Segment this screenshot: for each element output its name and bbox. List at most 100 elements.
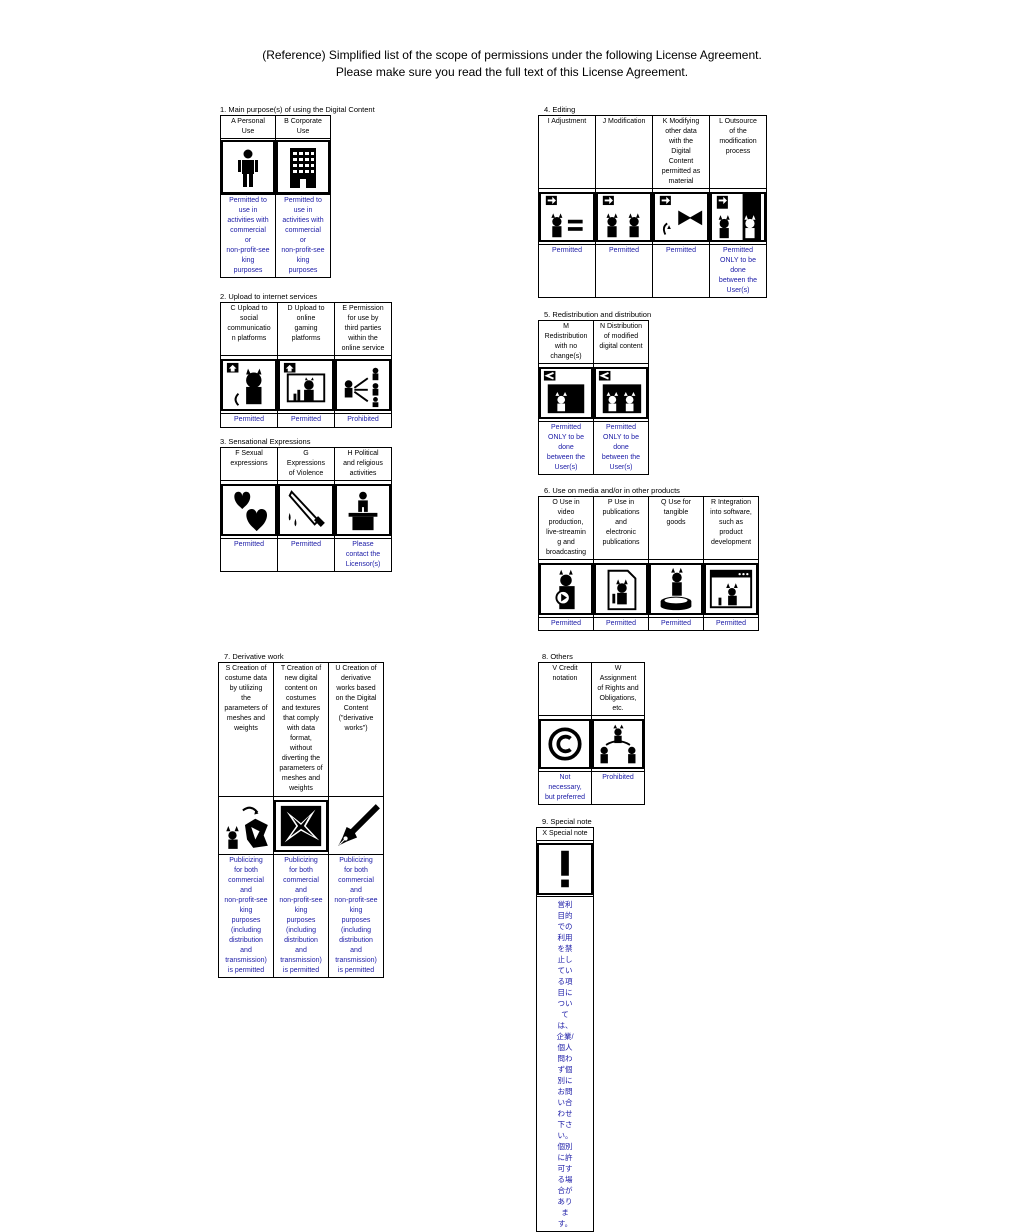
column-label: N Distribution of modified digital conte…: [593, 320, 649, 364]
section-title: 8. Others: [542, 652, 573, 661]
column-label: V Credit notation: [538, 662, 592, 716]
permission-table: I Adjustment J Modification K Modifying …: [538, 115, 767, 298]
permission-status: Please contact the Licensor(s): [334, 538, 392, 572]
permission-status: Permitted: [220, 413, 278, 428]
permission-table: C Upload to social communicatio n platfo…: [220, 302, 392, 428]
permission-status: Permitted ONLY to be done between the Us…: [593, 421, 649, 475]
icon-cell: [593, 363, 649, 422]
permission-status: Permitted: [595, 244, 653, 298]
column-label: R Integration into software, such as pro…: [703, 496, 759, 560]
column-label: W Assignment of Rights and Obligations, …: [591, 662, 645, 716]
permission-status: Publicizing for both commercial and non-…: [273, 854, 329, 978]
column-label: E Permission for use by third parties wi…: [334, 302, 392, 356]
icon-cell: [709, 188, 767, 245]
column-label: O Use in video production, live-streamin…: [538, 496, 594, 560]
icon-cell: [220, 480, 278, 539]
section-title: 1. Main purpose(s) of using the Digital …: [220, 105, 375, 114]
icon-cell: [220, 355, 278, 414]
section-title: 4. Editing: [544, 105, 576, 114]
column-label: M Redistribution with no change(s): [538, 320, 594, 364]
column-label: J Modification: [595, 115, 653, 189]
section-title: 5. Redistribution and distribution: [544, 310, 652, 319]
permission-status: Permitted: [703, 617, 759, 631]
permission-table: O Use in video production, live-streamin…: [538, 496, 759, 631]
costume-icon: [219, 799, 273, 852]
column-label: B Corporate Use: [275, 115, 331, 139]
column-label: S Creation of costume data by utilizing …: [218, 662, 274, 797]
permission-status: Not necessary, but preferred: [538, 771, 592, 805]
permission-status: Permitted: [648, 617, 704, 631]
section-title: 6. Use on media and/or in other products: [544, 486, 680, 495]
permission-status: Permitted ONLY to be done between the Us…: [709, 244, 767, 298]
column-label: T Creation of new digital content on cos…: [273, 662, 329, 797]
permission-table: A Personal Use B Corporate Use Permitted…: [220, 115, 331, 278]
icon-cell: [277, 355, 335, 414]
permission-status: Publicizing for both commercial and non-…: [218, 854, 274, 978]
icon-cell: [334, 480, 392, 539]
permission-status: Permitted: [277, 413, 335, 428]
section-title: 3. Sensational Expressions: [220, 437, 311, 446]
column-label: H Political and religious activities: [334, 447, 392, 481]
icon-cell: [652, 188, 710, 245]
special-note-table: X Special note 営利目的での利用を禁止している項目については、企業…: [536, 827, 594, 1232]
figure-goods-icon: [649, 562, 703, 615]
software-window-icon: [704, 562, 758, 615]
hearts-icon: [221, 483, 277, 536]
icon-cell: [275, 138, 331, 195]
header-line-2: Please make sure you read the full text …: [335, 65, 689, 79]
permission-status: Permitted to use in activities with comm…: [275, 194, 331, 278]
permission-status: Permitted: [593, 617, 649, 631]
combine-icon: [653, 191, 709, 242]
social-upload-icon: [221, 358, 277, 411]
icon-cell: [538, 363, 594, 422]
icon-cell: [538, 188, 596, 245]
copyright-icon: [539, 718, 591, 769]
publication-icon: [594, 562, 648, 615]
column-label: F Sexual expressions: [220, 447, 278, 481]
column-label: L Outsource of the modification process: [709, 115, 767, 189]
icon-cell: [593, 559, 649, 618]
permission-status: Permitted: [220, 538, 278, 572]
permission-status: Permitted to use in activities with comm…: [220, 194, 276, 278]
assignment-icon: [592, 718, 644, 769]
section-title: 2. Upload to internet services: [220, 292, 318, 301]
column-label: Q Use for tangible goods: [648, 496, 704, 560]
building-icon: [276, 139, 330, 194]
icon-cell: [538, 559, 594, 618]
icon-cell: [277, 480, 335, 539]
modify-icon: [596, 191, 652, 242]
permission-status: Permitted ONLY to be done between the Us…: [538, 421, 594, 475]
distribute-modified-icon: [594, 366, 648, 419]
header-line-1: (Reference) Simplified list of the scope…: [262, 48, 762, 62]
permission-status: Permitted: [652, 244, 710, 298]
outsource-icon: [710, 191, 766, 242]
icon-cell: [538, 715, 592, 772]
game-upload-icon: [278, 358, 334, 411]
icon-cell: [220, 138, 276, 195]
column-label: K Modifying other data with the Digital …: [652, 115, 710, 189]
icon-cell: [536, 840, 594, 897]
permission-status: Prohibited: [591, 771, 645, 805]
column-label: I Adjustment: [538, 115, 596, 189]
section-title: 7. Derivative work: [224, 652, 284, 661]
pen-nib-icon: [329, 799, 383, 852]
permission-status: Permitted: [538, 244, 596, 298]
special-note-text: 営利目的での利用を禁止している項目については、企業/個人問わず個別にお問い合わせ…: [536, 896, 594, 1232]
column-label: X Special note: [536, 827, 594, 841]
section-title: 9. Special note: [542, 817, 592, 826]
knife-icon: [278, 483, 334, 536]
share-network-icon: [335, 358, 391, 411]
column-label: D Upload to online gaming platforms: [277, 302, 335, 356]
column-label: G Expressions of Violence: [277, 447, 335, 481]
icon-cell: [218, 796, 274, 855]
texture-icon: [274, 799, 328, 852]
redistribute-icon: [539, 366, 593, 419]
icon-cell: [703, 559, 759, 618]
column-label: P Use in publications and electronic pub…: [593, 496, 649, 560]
permission-status: Permitted: [277, 538, 335, 572]
video-icon: [539, 562, 593, 615]
person-icon: [221, 139, 275, 194]
column-label: A Personal Use: [220, 115, 276, 139]
icon-cell: [273, 796, 329, 855]
icon-cell: [591, 715, 645, 772]
